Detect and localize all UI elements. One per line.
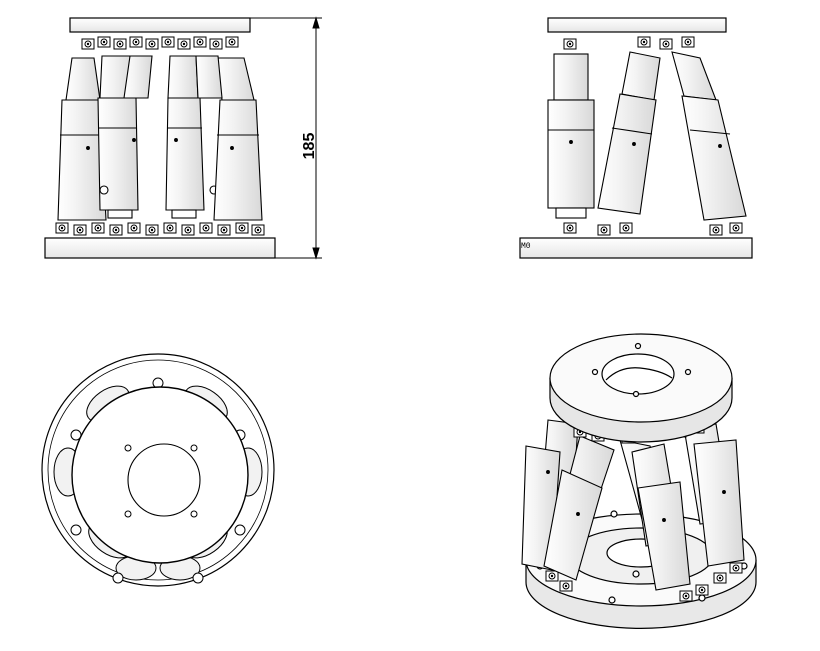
front-top-joints [81, 36, 239, 50]
side-view: M0 [519, 17, 753, 259]
top-view-center-bore [127, 443, 201, 517]
top-view-platform-holes [124, 444, 198, 518]
top-view [41, 353, 275, 587]
front-top-platform [69, 17, 251, 33]
side-top-platform [547, 17, 727, 33]
front-view: 185 [44, 16, 322, 260]
front-bottom-joints [55, 222, 265, 236]
front-height-dimension [250, 16, 322, 260]
iso-view [521, 333, 757, 629]
side-base-plate [519, 237, 753, 259]
front-height-dimension-label: 185 [301, 133, 318, 160]
side-actuators [547, 51, 747, 221]
side-corner-label: M0 [521, 242, 531, 251]
front-base-plate [44, 237, 276, 259]
iso-top-platform [549, 333, 733, 443]
front-actuators [57, 55, 263, 221]
iso-actuators [521, 419, 745, 591]
